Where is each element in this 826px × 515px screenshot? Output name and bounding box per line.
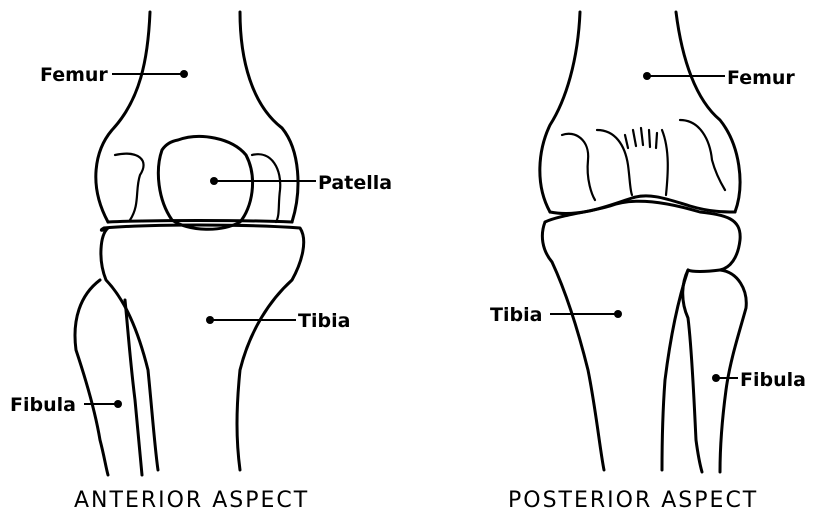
posterior-fibula [683,270,747,472]
posterior-caption: POSTERIOR ASPECT [508,488,758,513]
anterior-femur-dot [180,70,188,78]
posterior-femur-dot [643,72,651,80]
anterior-femur-label: Femur [40,64,108,86]
posterior-knee [540,12,746,472]
posterior-femur [540,12,740,214]
anterior-patella-label: Patella [318,172,392,194]
anterior-patella-dot [210,177,218,185]
posterior-tibia-dot [614,310,622,318]
posterior-tibia-label: Tibia [490,304,542,326]
anterior-caption: ANTERIOR ASPECT [74,488,309,513]
posterior-labels: Femur Tibia Fibula [490,67,806,391]
anterior-patella [158,136,252,229]
anterior-tibia-dot [206,316,214,324]
anterior-tibia [101,225,304,470]
anterior-fibula [75,280,142,475]
posterior-tibia [542,201,740,470]
posterior-fibula-dot [712,374,720,382]
posterior-fibula-label: Fibula [740,369,806,391]
anterior-knee [75,12,304,475]
posterior-femur-label: Femur [727,67,795,89]
anterior-labels: Femur Patella Tibia Fibula [10,64,392,416]
anterior-fibula-dot [114,400,122,408]
anterior-fibula-label: Fibula [10,394,76,416]
anterior-femur [96,12,298,222]
anterior-tibia-label: Tibia [298,310,350,332]
